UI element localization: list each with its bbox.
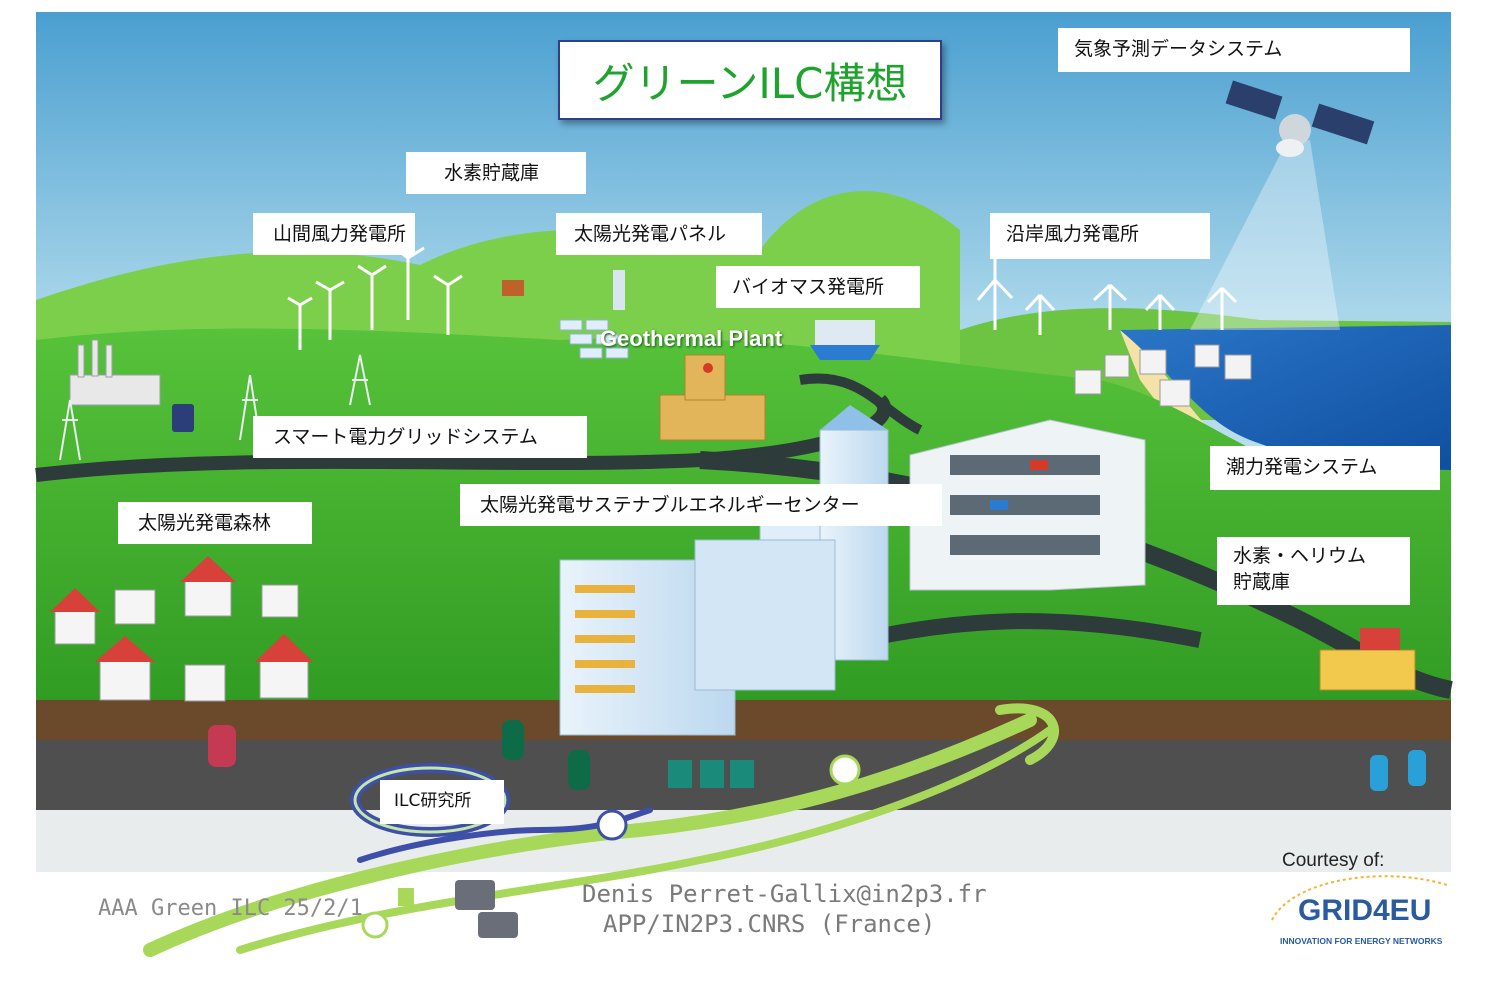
label-hydrogen-helium-line2: 貯蔵庫 [1233, 571, 1291, 593]
label-biomass-plant: バイオマス発電所 [716, 266, 920, 308]
footer-email: Denis Perret-Gallix@in2p3.fr [582, 880, 987, 908]
label-coastal-wind-farm: 沿岸風力発電所 [990, 213, 1210, 259]
footer-affiliation: APP/IN2P3.CNRS (France) [603, 910, 936, 938]
slide-title-text: グリーンILC構想 [592, 58, 908, 108]
label-hydrogen-storage: 水素貯蔵庫 [406, 152, 586, 194]
label-solar-sustainable-energy-center: 太陽光発電サステナブルエネルギーセンター [460, 484, 942, 526]
label-solar-panels: 太陽光発電パネル [556, 213, 762, 255]
label-hydrogen-helium-line1: 水素・ヘリウム [1233, 545, 1367, 567]
label-weather-forecast-system: 気象予測データシステム [1058, 28, 1410, 72]
svg-text:GRID4EU: GRID4EU [1298, 894, 1431, 927]
geothermal-plant-caption: Geothermal Plant [600, 326, 783, 351]
courtesy-label: Courtesy of: [1282, 850, 1385, 871]
grid4eu-logo: GRID4EU INNOVATION FOR ENERGY NETWORKS [1271, 875, 1448, 946]
label-solar-forest: 太陽光発電森林 [118, 502, 312, 544]
label-ilc-laboratory: ILC研究所 [380, 780, 504, 824]
label-tidal-power-system: 潮力発電システム [1210, 446, 1440, 490]
label-mountain-wind-farm: 山間風力発電所 [253, 213, 415, 255]
svg-text:INNOVATION FOR ENERGY NETWORKS: INNOVATION FOR ENERGY NETWORKS [1280, 936, 1443, 946]
label-smart-grid-system: スマート電力グリッドシステム [253, 416, 587, 458]
footer-event-date: AAA Green ILC 25/2/1 [98, 896, 363, 921]
label-hydrogen-helium-storage: 水素・ヘリウム 貯蔵庫 [1217, 537, 1410, 605]
slide-title: グリーンILC構想 [558, 40, 942, 120]
